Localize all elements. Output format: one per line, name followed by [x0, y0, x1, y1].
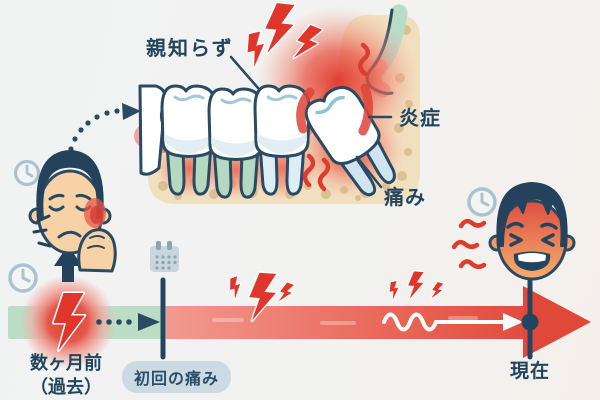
pain-label: 痛み: [384, 185, 426, 209]
wince-marks: [32, 214, 52, 248]
hand: [77, 228, 117, 273]
clock-icon: [467, 187, 497, 217]
calendar-icon: [150, 241, 179, 272]
face-mild-pain: [28, 150, 117, 273]
timeline-arrow-icon: [523, 286, 591, 358]
hair: [496, 182, 568, 247]
timeline-highlights: [212, 316, 478, 325]
wisdom-tooth-label: 親知らず: [146, 36, 234, 60]
clock-icon: [13, 159, 41, 187]
dotted-arrow-icon: [68, 103, 141, 152]
present-label: 現在: [509, 360, 550, 382]
timeline: [8, 270, 591, 369]
clock-icon: [8, 263, 38, 293]
pain-squiggle-icon: [451, 218, 487, 269]
present-marker-dot: [521, 313, 539, 331]
label-pointer-lines: [229, 55, 393, 189]
first-pain-badge: 初回の痛み: [122, 361, 232, 393]
lightning-bolt-icon: [386, 270, 445, 302]
wisdom-tooth: [304, 86, 396, 197]
dotted-arrow-icon: [96, 313, 160, 331]
throbbing-arrow-icon: [382, 312, 523, 332]
pain-squiggle-icon: [302, 42, 370, 192]
tooth-cross-section: [134, 0, 420, 204]
molar-tooth: [253, 84, 311, 196]
face-severe-pain: [451, 182, 576, 281]
swollen-gum: [296, 87, 315, 134]
past-label: （過去）: [30, 377, 102, 398]
swollen-gum: [358, 83, 373, 136]
inflammation-label: 炎症: [399, 106, 441, 130]
up-arrow-icon: [54, 245, 82, 282]
hair: [36, 150, 104, 219]
months-ago-label: 数ヶ月前: [30, 353, 102, 374]
molar-tooth: [160, 84, 218, 196]
